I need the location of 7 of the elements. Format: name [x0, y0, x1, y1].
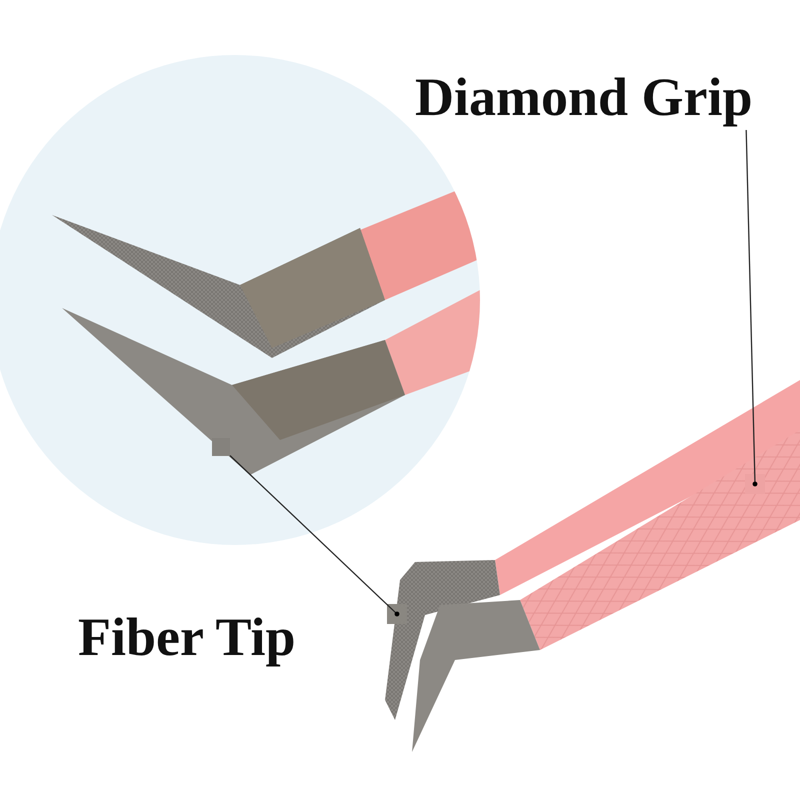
- box-part: [387, 604, 407, 624]
- leader-line: [230, 455, 400, 616]
- box-part: [745, 474, 765, 494]
- callout-label: Diamond Grip: [415, 70, 753, 124]
- part-label: Fiber Tip: [78, 610, 296, 664]
- leader-line: [746, 130, 758, 486]
- box-part: [212, 438, 230, 456]
